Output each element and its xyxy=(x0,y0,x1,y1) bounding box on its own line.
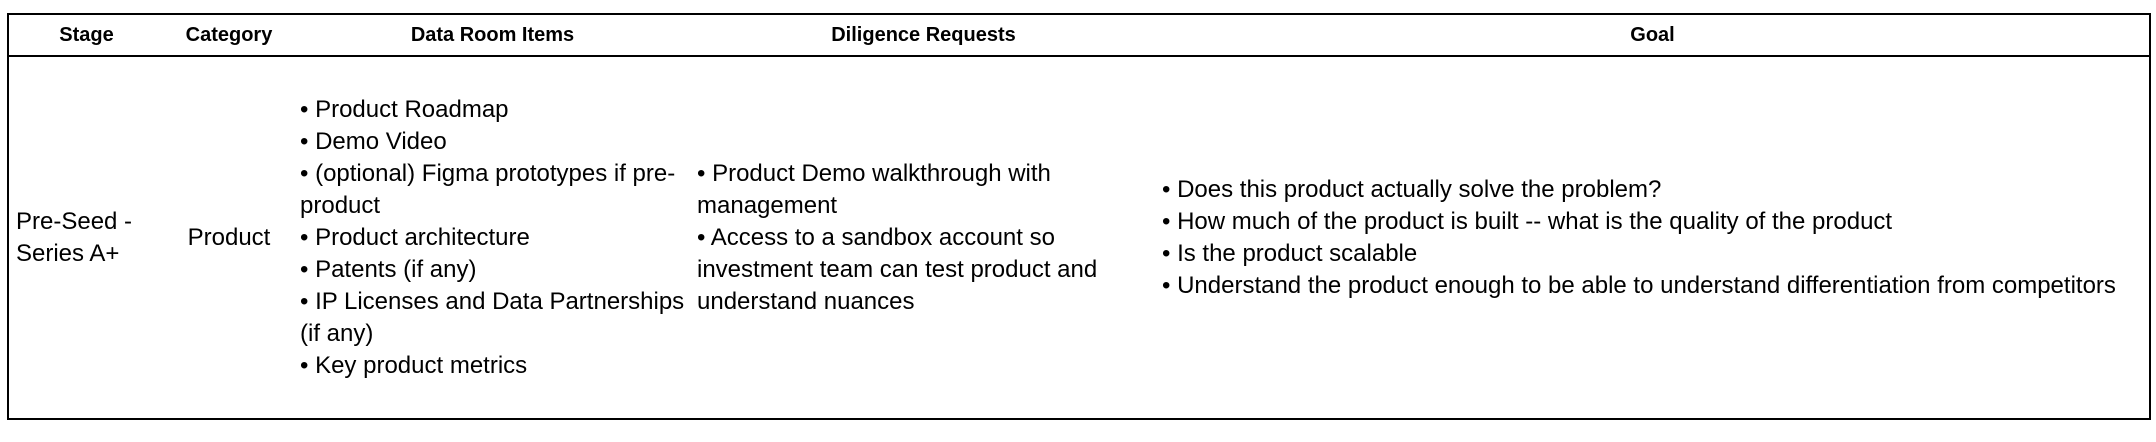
header-stage: Stage xyxy=(8,14,164,57)
list-item-text: Demo Video xyxy=(315,127,447,155)
list-item-text: Does this product actually solve the pro… xyxy=(1177,175,1662,203)
diligence-requests-cell: • Product Demo walkthrough with manageme… xyxy=(691,56,1156,419)
bullet-icon: • xyxy=(1162,175,1171,203)
list-item-text: Patents (if any) xyxy=(315,255,477,283)
list-item: • Is the product scalable xyxy=(1162,238,2143,270)
header-diligence-requests: Diligence Requests xyxy=(691,14,1156,57)
list-item-text: How much of the product is built -- what… xyxy=(1177,207,1893,235)
list-item-text: Is the product scalable xyxy=(1177,239,1418,267)
header-goal: Goal xyxy=(1156,14,2150,57)
list-item: • Product Roadmap xyxy=(300,94,685,126)
list-item: • (optional) Figma prototypes if pre-pro… xyxy=(300,158,685,222)
list-item-text: Product Roadmap xyxy=(315,95,509,123)
list-item: • IP Licenses and Data Partnerships (if … xyxy=(300,286,685,350)
header-data-room-items: Data Room Items xyxy=(294,14,691,57)
list-item-text: IP Licenses and Data Partnerships (if an… xyxy=(300,287,685,347)
header-row: Stage Category Data Room Items Diligence… xyxy=(8,14,2150,57)
table-header: Stage Category Data Room Items Diligence… xyxy=(8,14,2150,57)
goal-cell: • Does this product actually solve the p… xyxy=(1156,56,2150,419)
list-item: • Patents (if any) xyxy=(300,254,685,286)
data-room-items-list: • Product Roadmap• Demo Video• (optional… xyxy=(300,94,685,382)
bullet-icon: • xyxy=(300,223,309,251)
list-item-text: Understand the product enough to be able… xyxy=(1177,271,2116,299)
data-room-items-cell: • Product Roadmap• Demo Video• (optional… xyxy=(294,56,691,419)
stage-cell: Pre-Seed - Series A+ xyxy=(16,207,133,267)
category-cell: Product xyxy=(187,223,271,251)
list-item: • Product Demo walkthrough with manageme… xyxy=(697,158,1150,222)
bullet-icon: • xyxy=(300,159,309,187)
bullet-icon: • xyxy=(300,95,309,123)
list-item: • Product architecture xyxy=(300,222,685,254)
list-item-text: Product architecture xyxy=(315,223,530,251)
list-item-text: Key product metrics xyxy=(315,351,528,379)
bullet-icon: • xyxy=(300,351,309,379)
diligence-requests-list: • Product Demo walkthrough with manageme… xyxy=(697,158,1150,318)
bullet-icon: • xyxy=(697,223,706,251)
bullet-icon: • xyxy=(300,255,309,283)
list-item-text: Product Demo walkthrough with management xyxy=(697,159,1051,219)
list-item: • Does this product actually solve the p… xyxy=(1162,174,2143,206)
list-item-text: (optional) Figma prototypes if pre-produ… xyxy=(300,159,676,219)
bullet-icon: • xyxy=(697,159,706,187)
list-item-text: Access to a sandbox account so investmen… xyxy=(697,223,1098,315)
list-item: • Key product metrics xyxy=(300,350,685,382)
table-body: Pre-Seed - Series A+ Product • Product R… xyxy=(8,56,2150,419)
list-item: • Demo Video xyxy=(300,126,685,158)
list-item: • Access to a sandbox account so investm… xyxy=(697,222,1150,318)
list-item: • Understand the product enough to be ab… xyxy=(1162,270,2143,302)
bullet-icon: • xyxy=(300,287,309,315)
bullet-icon: • xyxy=(300,127,309,155)
bullet-icon: • xyxy=(1162,271,1171,299)
diligence-table: Stage Category Data Room Items Diligence… xyxy=(7,13,2151,420)
goal-list: • Does this product actually solve the p… xyxy=(1162,174,2143,302)
bullet-icon: • xyxy=(1162,207,1171,235)
header-category: Category xyxy=(164,14,294,57)
table-row: Pre-Seed - Series A+ Product • Product R… xyxy=(8,56,2150,419)
list-item: • How much of the product is built -- wh… xyxy=(1162,206,2143,238)
bullet-icon: • xyxy=(1162,239,1171,267)
